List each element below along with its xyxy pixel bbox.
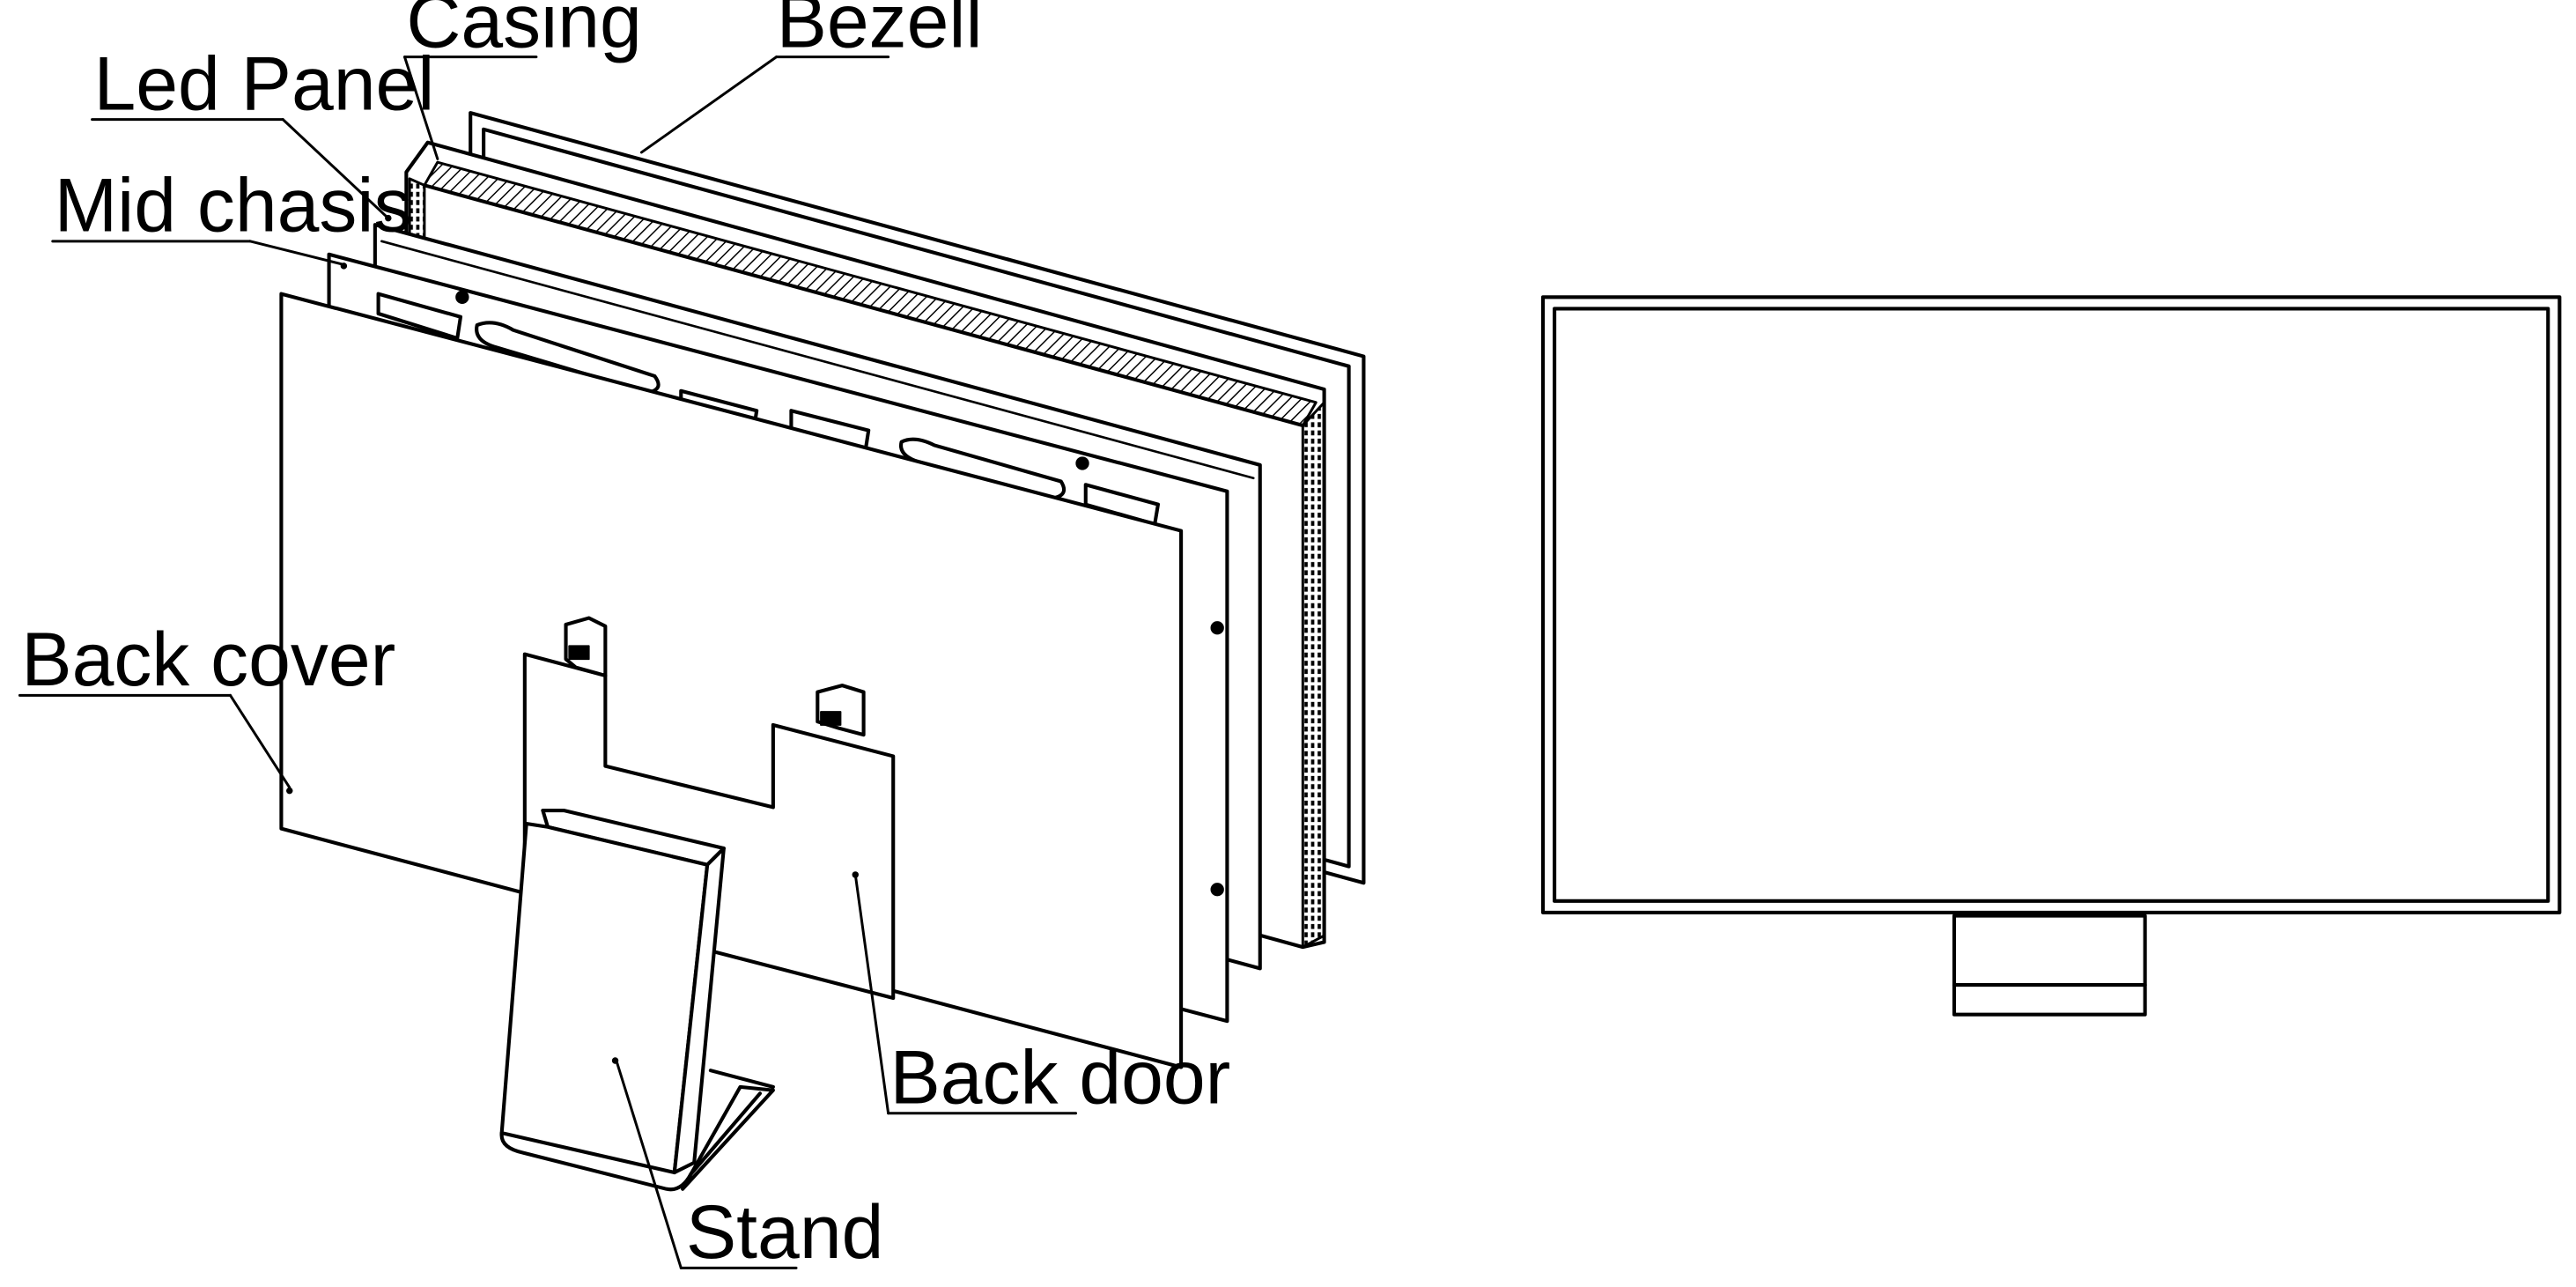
tv-front-view bbox=[1540, 295, 2562, 1017]
label-back-door: Back door bbox=[889, 1036, 1230, 1121]
label-casing: Casing bbox=[406, 0, 641, 63]
back-cover bbox=[279, 292, 1184, 1069]
label-mid-chassis: Mid chasis bbox=[55, 164, 412, 248]
leader-lines bbox=[18, 55, 1078, 1269]
stand bbox=[499, 809, 775, 1192]
label-led-panel: Led Panel bbox=[93, 41, 434, 126]
label-stand: Stand bbox=[686, 1190, 884, 1275]
label-back-cover: Back cover bbox=[21, 618, 395, 702]
label-bezel: Bezell bbox=[777, 0, 983, 63]
